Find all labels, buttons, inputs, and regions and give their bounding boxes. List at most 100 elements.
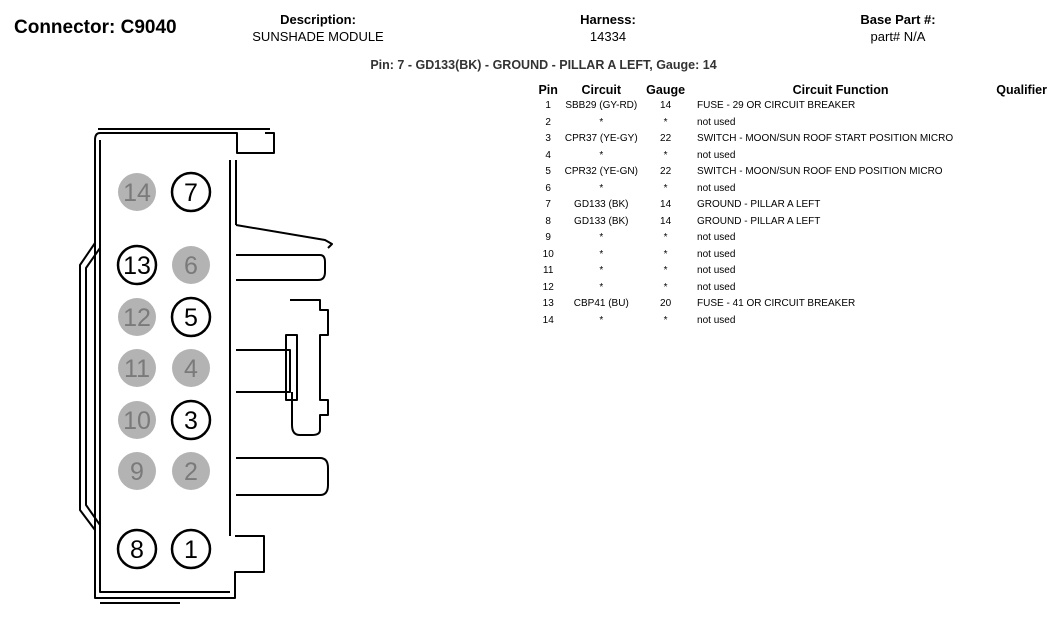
circuit-cell: GD133 (BK) [574,215,629,227]
circuit-cell: SBB29 (GY-RD) [565,100,638,111]
pin-1[interactable]: 1 [170,528,212,570]
gauge-cell: * [663,265,668,276]
circuit-cell: GD133 (BK) [574,199,629,210]
gauge-cell: 20 [660,298,672,309]
qualifier-cell [990,280,1047,297]
pin-6[interactable]: 6 [172,246,210,284]
table-row: 11**not used [534,263,1047,280]
circuit-function-cell: not used [697,248,736,260]
gauge-cell: 22 [660,133,672,144]
qualifier-cell [990,131,1047,148]
pin-label: 14 [123,179,151,207]
gauge-cell: * [663,149,668,161]
pin-circle [170,171,212,213]
pin-11[interactable]: 11 [118,349,156,387]
circuit-function-cell: FUSE - 29 OR CIRCUIT BREAKER [697,100,856,111]
pin-label: 4 [184,355,198,383]
header-gauge: Gauge [646,83,686,97]
pin-12[interactable]: 12 [118,298,156,336]
qualifier-cell [990,148,1047,165]
qualifier-cell [990,263,1047,280]
table-row: 13 CBP41 (BU) 20 FUSE - 41 OR CIRCUIT BREAK… [534,296,1047,313]
pin-cell: 13 [542,298,554,309]
circuit-cell: CBP41 (BU) [573,298,629,309]
pin-7[interactable]: 7 [170,171,212,213]
table-row: 14**not used [534,313,1047,330]
pin-cell: 7 [545,199,551,210]
pin-cell: 12 [542,281,554,293]
pin-cell: 14 [542,314,554,326]
pin-cell: 8 [545,215,551,227]
pin-label: 12 [123,304,151,332]
gauge-cell: * [663,314,668,326]
housing-top [100,132,275,154]
pin-circle [118,401,156,439]
pin-2[interactable]: 2 [172,452,210,490]
pin-circle [170,399,212,441]
circuit-function-cell: FUSE - 41 OR CIRCUIT BREAKER [697,298,856,309]
pin-8[interactable]: 8 [116,528,158,570]
pin-label: 7 [184,179,198,207]
housing-inner-outline [99,140,230,593]
circuit-function-cell: not used [697,314,736,326]
connector-housing [79,128,333,604]
pin-circle [170,296,212,338]
circuit-function-cell: not used [697,116,736,128]
pin-cell: 2 [545,116,551,128]
pin-cell: 9 [545,232,551,243]
header-circuit: Circuit [581,83,622,97]
circuit-function-cell: not used [697,281,736,293]
qualifier-cell [990,197,1047,214]
harness-block: Harness: 14334 [498,11,718,46]
table-row: 12**not used [534,280,1047,297]
circuit-cell: * [599,248,604,260]
latch-lower-slot [236,457,329,496]
harness-label: Harness: [580,12,636,27]
pin-label: 8 [130,536,144,564]
description-value: SUNSHADE MODULE [252,29,384,44]
qualifier-cell [990,98,1047,115]
base-part-block: Base Part #: part# N/A [788,11,1008,46]
description-label: Description: [280,12,356,27]
circuit-cell: * [599,149,604,161]
gauge-cell: 14 [660,215,672,227]
latch-upper-slot [236,254,326,281]
qualifier-cell [990,296,1047,313]
pin-14[interactable]: 14 [118,173,156,211]
housing-left-tab [79,242,96,531]
pin-label: 9 [130,458,144,486]
pin-cell: 5 [545,166,551,177]
pin-label: 5 [184,304,198,332]
circuit-cell: * [599,116,604,128]
pin-cell: 4 [545,149,551,161]
base-part-label: Base Part #: [860,12,936,27]
pin-cell: 6 [545,182,551,194]
qualifier-cell [990,115,1047,132]
pin-9[interactable]: 9 [118,452,156,490]
gauge-cell: * [663,248,668,260]
selected-pin-info: Pin: 7 - GD133(BK) - GROUND - PILLAR A L… [370,58,717,72]
pin-5[interactable]: 5 [170,296,212,338]
circuit-function-cell: GROUND - PILLAR A LEFT [697,199,821,210]
header-qualifier: Qualifier [996,83,1047,97]
qualifier-cell [990,313,1047,330]
pin-label: 3 [184,407,198,435]
pin-label: 1 [184,536,198,564]
table-row: 9**not used [534,230,1047,247]
pin-4[interactable]: 4 [172,349,210,387]
gauge-cell: * [663,232,668,243]
pin-3[interactable]: 3 [170,399,212,441]
description-block: Description: SUNSHADE MODULE [208,11,428,46]
pin-circle [172,349,210,387]
pin-label: 10 [123,407,151,435]
pin-13[interactable]: 13 [116,244,158,286]
pin-table: Pin Circuit Gauge Circuit Function Quali… [534,82,1047,329]
pin-circle [170,528,212,570]
pin-10[interactable]: 10 [118,401,156,439]
pin-cell: 1 [545,100,551,111]
housing-outline [94,140,265,599]
pin-circle [118,452,156,490]
